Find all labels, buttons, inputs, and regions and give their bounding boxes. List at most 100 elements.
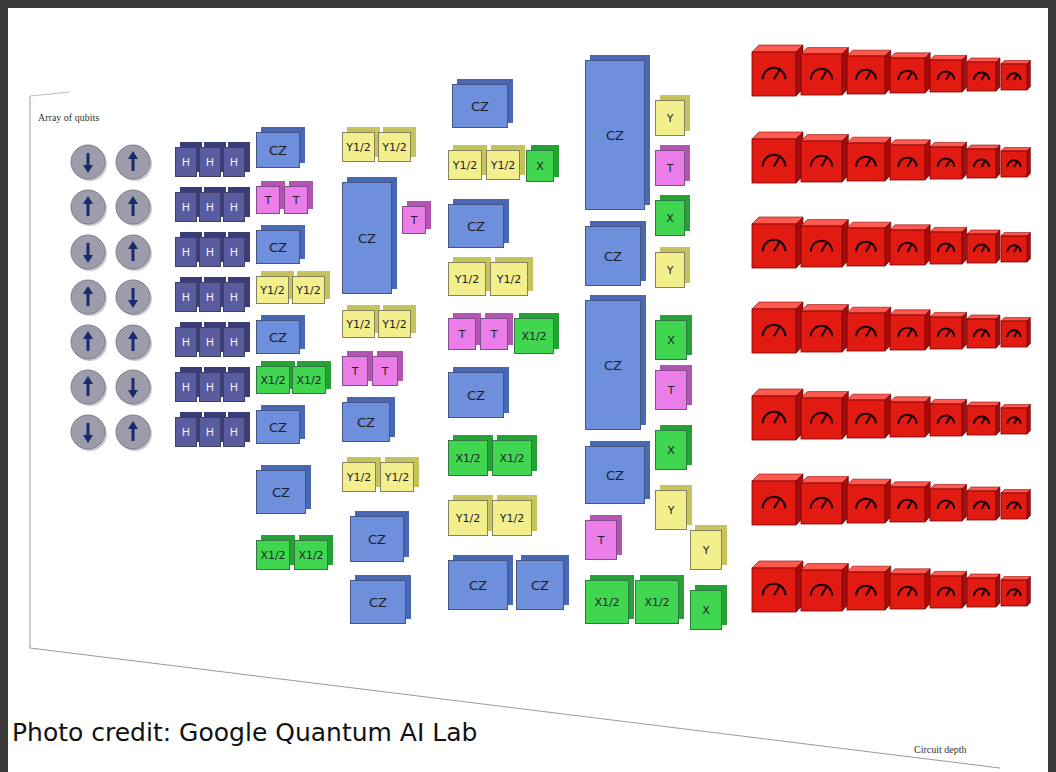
gate-box: X — [655, 200, 685, 236]
gate-label: Y1/2 — [497, 274, 521, 285]
meter-symbol — [763, 584, 786, 595]
gate-label: T — [459, 329, 466, 340]
meter-symbol — [938, 416, 955, 424]
measure-top — [752, 132, 803, 139]
meter-symbol — [974, 588, 989, 596]
meter-symbol — [822, 241, 828, 251]
gate-label: CZ — [606, 129, 624, 142]
gate-label: Y1/2 — [456, 513, 480, 524]
gate-label: Y1/2 — [455, 274, 479, 285]
measure-side — [925, 569, 930, 609]
meter-symbol — [982, 160, 986, 167]
gate-box: H — [223, 327, 245, 357]
gate-label: H — [182, 382, 190, 393]
measure-cube — [1001, 151, 1027, 177]
measure-top — [847, 222, 891, 228]
measure-cube — [801, 570, 842, 611]
measure-cube — [1001, 493, 1027, 519]
gate-box: H — [223, 417, 245, 447]
gate-box: CZ — [448, 560, 508, 610]
meter-symbol — [946, 329, 951, 337]
measure-cube — [930, 60, 962, 92]
gate-label: H — [182, 157, 190, 168]
measure-cube — [801, 141, 842, 182]
measure-cube — [890, 230, 925, 265]
gate-box: H — [199, 282, 221, 312]
meter-symbol — [866, 586, 871, 595]
meter-symbol — [1007, 160, 1021, 167]
meter-symbol — [822, 69, 828, 79]
gate-label: X1/2 — [499, 453, 524, 464]
measure-top — [930, 142, 967, 147]
gate-box: CZ — [448, 372, 504, 418]
meter-symbol — [898, 71, 916, 80]
measure-top — [847, 394, 891, 400]
meter-symbol — [866, 414, 871, 423]
gate-box: X1/2 — [635, 580, 679, 624]
measure-cube — [930, 147, 962, 179]
gate-label: Y — [667, 265, 674, 276]
gate-box: H — [223, 237, 245, 267]
spin-arrow — [83, 255, 93, 263]
spin-arrow — [87, 338, 90, 351]
gate-label: Y1/2 — [346, 319, 370, 330]
gate-box: CZ — [448, 204, 504, 248]
gate-label: X — [702, 605, 710, 616]
spin-arrow — [132, 203, 135, 216]
qubit-circle — [71, 235, 105, 269]
meter-symbol — [946, 159, 951, 167]
measure-top — [847, 50, 891, 56]
qubit-circle — [71, 370, 105, 404]
measure-top — [1001, 233, 1030, 236]
measure-side — [925, 53, 930, 93]
gate-label: T — [265, 195, 272, 206]
measure-top — [801, 135, 848, 141]
gate-label: Y — [668, 505, 675, 516]
meter-symbol — [946, 588, 951, 596]
gate-box: H — [175, 192, 197, 222]
gate-label: CZ — [467, 220, 485, 233]
gate-label: CZ — [604, 250, 622, 263]
gate-label: Y1/2 — [296, 285, 320, 296]
measure-top — [890, 310, 930, 315]
gate-box: X1/2 — [256, 366, 290, 394]
meter-symbol — [822, 326, 828, 336]
gate-label: H — [230, 157, 238, 168]
gate-box: H — [223, 372, 245, 402]
measure-cube — [967, 491, 996, 520]
measure-cube — [967, 149, 996, 178]
measure-cube — [752, 568, 796, 612]
gate-label: X1/2 — [594, 597, 619, 608]
measure-top — [967, 574, 1000, 578]
meter-symbol — [866, 242, 871, 251]
spin-arrow — [83, 286, 93, 294]
gate-label: T — [411, 215, 418, 226]
gate-box: T — [480, 318, 508, 350]
gate-label: H — [206, 382, 214, 393]
measure-cube — [930, 576, 962, 608]
measure-top — [890, 53, 930, 58]
measure-cube — [1001, 321, 1027, 347]
gate-box: Y — [690, 530, 722, 570]
spin-arrow — [83, 196, 93, 204]
gate-box: Y1/2 — [448, 150, 482, 180]
gate-box: X1/2 — [294, 540, 328, 570]
measure-side — [962, 142, 967, 179]
gate-label: Y1/2 — [382, 319, 406, 330]
meter-symbol — [946, 72, 951, 80]
meter-symbol — [898, 415, 916, 424]
gate-box: H — [199, 192, 221, 222]
meter-symbol — [1007, 330, 1021, 337]
measure-top — [847, 479, 891, 485]
gate-box: Y1/2 — [342, 462, 376, 492]
gate-label: CZ — [358, 232, 376, 245]
spin-arrow — [128, 331, 138, 339]
meter-symbol — [1007, 417, 1021, 424]
measure-cube — [890, 487, 925, 522]
measure-top — [930, 571, 967, 576]
gate-box: CZ — [585, 446, 645, 504]
measure-side — [962, 55, 967, 92]
measure-side — [925, 397, 930, 437]
gate-label: CZ — [269, 331, 287, 344]
